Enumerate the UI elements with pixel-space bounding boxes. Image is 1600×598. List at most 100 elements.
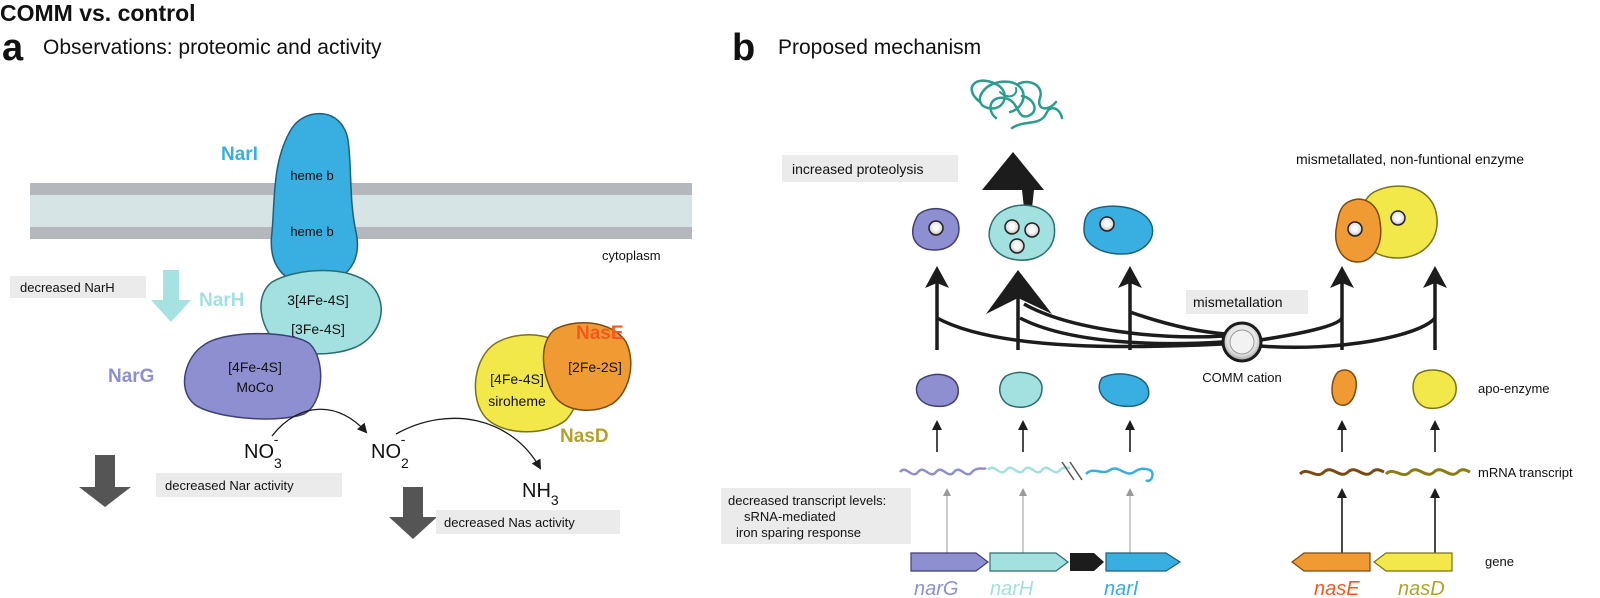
increased-proteolysis-label: increased proteolysis: [792, 161, 924, 177]
nari-mrna: [1085, 467, 1154, 483]
panel-b-letter: b: [732, 27, 755, 69]
nase-mrna: [1298, 468, 1385, 477]
nase-protein: [542, 321, 632, 411]
figure-title: COMM vs. control: [0, 0, 196, 26]
decreased-transcript-label-2: sRNA-mediated: [744, 509, 836, 524]
arrowhead: [1118, 266, 1142, 288]
mrna-transcript-label: mRNA transcript: [1478, 465, 1573, 480]
nas-activity-down-arrow: [389, 487, 437, 539]
heme-b-label-1: heme b: [290, 168, 333, 183]
arrowhead-large: [986, 270, 1052, 314]
nitrate-label: NO3-: [244, 431, 282, 471]
nase-apo-enzyme: [1331, 369, 1357, 406]
arrowhead: [1423, 266, 1447, 288]
arrowhead: [1337, 420, 1347, 430]
decreased-transcript-label-3: iron sparing response: [736, 525, 861, 540]
decreased-transcript-box: [721, 488, 911, 544]
decreased-narh-label: decreased NarH: [20, 280, 115, 295]
arrowhead: [1330, 266, 1354, 288]
narg-gene-label: narG: [914, 578, 958, 598]
nasd-gene: [1373, 552, 1453, 572]
decreased-nar-activity-box: [156, 473, 342, 497]
nase-label: NasE: [576, 323, 624, 344]
decreased-nar-activity-label: decreased Nar activity: [165, 478, 294, 493]
narh-mismetallated: [988, 204, 1056, 261]
narh-label: NarH: [199, 290, 244, 311]
nar-reaction-arrow: [271, 408, 368, 437]
panel-a-title: Observations: proteomic and activity: [43, 36, 382, 59]
heme-b-label-2: heme b: [290, 224, 333, 239]
translation-arrows: [936, 428, 1436, 452]
break-mark: [1061, 461, 1075, 481]
degraded-peptides: [970, 79, 1064, 130]
nari-protein: [270, 113, 359, 285]
metal-ion: [1099, 216, 1115, 232]
narh-down-arrow: [151, 270, 191, 322]
narg-mrna: [899, 466, 987, 476]
arrowhead: [1430, 420, 1440, 430]
mismetallation-arrows: [935, 283, 1437, 350]
narg-cluster-2: MoCo: [236, 379, 274, 395]
narg-cluster-1: [4Fe-4S]: [228, 359, 282, 375]
comm-cation: [1221, 321, 1263, 363]
proteolysis-arrow: [982, 152, 1044, 208]
transcription-arrows: [946, 496, 1436, 556]
nari-apo-enzyme: [1098, 373, 1150, 408]
narh-gene: [989, 552, 1069, 572]
nasd-gene-label: nasD: [1398, 578, 1445, 598]
cytoplasm-label: cytoplasm: [602, 248, 661, 263]
break-mark: [1069, 461, 1083, 481]
narg-label: NarG: [108, 366, 154, 387]
arrowhead: [943, 488, 951, 496]
panel-a-letter: a: [2, 27, 24, 69]
decreased-narh-box: [10, 276, 146, 298]
narg-protein: [183, 332, 322, 420]
narh-cluster-2: [3Fe-4S]: [291, 321, 345, 337]
arrowhead: [1126, 488, 1134, 496]
nari-label: NarI: [221, 144, 258, 165]
narh-apo-enzyme: [999, 371, 1043, 408]
apo-enzyme-label: apo-enzyme: [1478, 381, 1550, 396]
metal-ion: [1024, 222, 1040, 238]
metal-ion: [1004, 219, 1020, 235]
arrowhead: [1019, 488, 1027, 496]
comm-cation-label: COMM cation: [1202, 370, 1281, 385]
mismetallation-label: mismetallation: [1193, 294, 1282, 310]
decreased-transcript-label-1: decreased transcript levels:: [728, 493, 886, 508]
panel-b-title: Proposed mechanism: [778, 36, 981, 59]
narh-protein: [260, 269, 382, 355]
arrowhead: [1337, 488, 1347, 498]
nase-cluster: [2Fe-2S]: [568, 359, 622, 375]
arrowhead: [925, 266, 949, 288]
nar-activity-down-arrow: [79, 455, 131, 507]
ammonia-label: NH3: [522, 480, 559, 508]
nase-gene-label: nasE: [1314, 578, 1360, 598]
increased-proteolysis-box: [782, 155, 958, 182]
nasd-label: NasD: [560, 426, 609, 447]
metal-ion: [1347, 221, 1363, 237]
narg-gene: [910, 552, 989, 572]
decreased-nas-activity-label: decreased Nas activity: [444, 515, 575, 530]
arrowhead: [1018, 420, 1028, 430]
mismetallation-box: [1186, 290, 1308, 314]
nitrite-label: NO2-: [371, 431, 409, 471]
nari-gene-label: narI: [1104, 578, 1139, 598]
nari-gene: [1105, 552, 1182, 572]
metal-ion: [1009, 238, 1025, 254]
nasd-apo-enzyme: [1412, 369, 1457, 410]
metal-ion: [1390, 210, 1406, 226]
spacer-gene: [1070, 553, 1104, 571]
gene-label: gene: [1485, 554, 1514, 569]
nasd-cluster-1: [4Fe-4S]: [490, 371, 544, 387]
nas-reaction-arrow: [395, 417, 541, 470]
metal-ion: [928, 220, 944, 236]
decreased-nas-activity-box: [436, 510, 620, 534]
membrane: [30, 183, 692, 239]
narg-apo-enzyme: [915, 373, 959, 408]
mismetallated-label: mismetallated, non-funtional enzyme: [1296, 151, 1524, 167]
nasd-cluster-2: siroheme: [488, 393, 546, 409]
nase-gene: [1291, 552, 1371, 572]
narh-cluster-1: 3[4Fe-4S]: [287, 292, 348, 308]
arrowhead: [1430, 488, 1440, 498]
